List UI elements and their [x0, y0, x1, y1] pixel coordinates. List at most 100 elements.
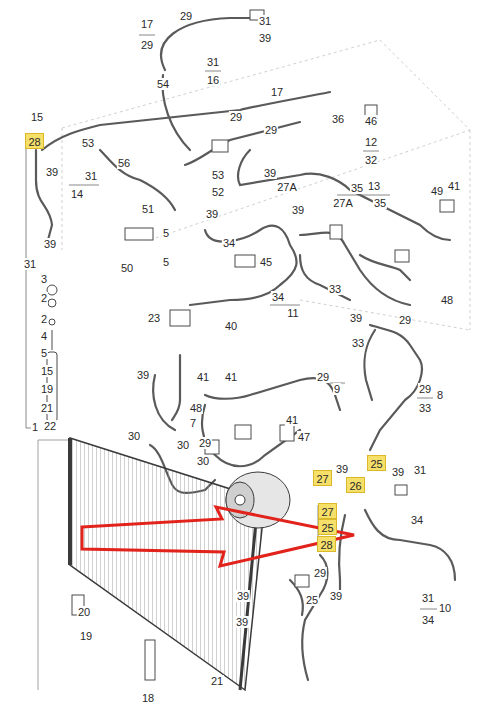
callout-number: 39: [329, 590, 343, 602]
callout-number: 26: [350, 480, 361, 492]
callout-number: 17: [270, 86, 284, 98]
callout-number: 39: [263, 167, 277, 179]
callout-number: 9: [333, 383, 341, 395]
callout-number: 36: [331, 113, 345, 125]
callout-number: 51: [141, 203, 155, 215]
callout-number: 34: [410, 514, 424, 526]
callout-number: 35: [350, 182, 364, 194]
callout-number: 56: [117, 157, 131, 169]
callout-number: 39: [335, 463, 349, 475]
callout-number: 32: [364, 154, 378, 166]
callout-number: 39: [43, 238, 57, 250]
callout-number: 17: [140, 18, 154, 30]
callout-number: 35: [373, 197, 387, 209]
highlighted-callout: 28: [25, 133, 44, 149]
callout-number: 39: [205, 208, 219, 220]
callout-number: 15: [40, 365, 54, 377]
callout-number: 53: [211, 169, 225, 181]
callout-number: 28: [321, 539, 332, 551]
callout-number: 39: [236, 590, 250, 602]
callout-number: 11: [286, 307, 299, 319]
callout-number: 39: [291, 204, 305, 216]
callout-number: 41: [285, 414, 299, 426]
perspective-lines: [62, 40, 470, 330]
callout-number: 31: [258, 15, 272, 27]
callout-number: 54: [156, 78, 170, 90]
callout-number: 34: [222, 237, 236, 249]
callout-number: 31: [23, 258, 37, 270]
callout-number: 8: [436, 389, 444, 401]
callout-number: 30: [127, 430, 141, 442]
callout-number: 15: [30, 111, 44, 123]
callout-number: 31: [84, 170, 98, 182]
callout-number: 20: [77, 606, 91, 618]
callout-number: 1: [31, 421, 39, 433]
callout-number: 16: [206, 74, 220, 86]
callout-number: 29: [398, 314, 412, 326]
callout-number: 18: [141, 692, 155, 704]
callout-number: 39: [391, 466, 405, 478]
callout-number: 30: [196, 455, 210, 467]
callout-number: 53: [81, 137, 95, 149]
callout-number: 12: [364, 136, 378, 148]
brackets: [26, 35, 437, 609]
callout-number: 29: [316, 371, 330, 383]
callout-number: 25: [305, 594, 319, 606]
callout-number: 29: [264, 124, 278, 136]
callout-number: 34: [421, 614, 435, 626]
callout-number: 14: [70, 188, 84, 200]
callout-number: 25: [371, 458, 382, 470]
callout-number: 52: [211, 186, 225, 198]
callout-number: 30: [176, 439, 190, 451]
callout-number: 3: [40, 273, 48, 285]
callout-number: 29: [313, 567, 327, 579]
callout-number: 28: [29, 136, 40, 148]
callout-number: 29: [198, 437, 212, 449]
callout-number: 5: [162, 227, 170, 239]
callout-number: 2: [40, 313, 48, 325]
callout-number: 29: [229, 111, 243, 123]
red-arrow: [82, 507, 354, 566]
callout-number: 27: [322, 506, 333, 518]
callout-number: 39: [349, 312, 363, 324]
highlighted-callout: 25: [318, 519, 337, 535]
callout-number: 47: [297, 431, 311, 443]
highlighted-callout: 27: [313, 470, 332, 486]
callout-number: 25: [322, 522, 333, 534]
callout-number: 39: [136, 369, 150, 381]
highlighted-callout: 28: [317, 536, 336, 552]
callout-number: 19: [79, 630, 93, 642]
callout-number: 29: [179, 10, 193, 22]
callout-number: 48: [440, 294, 454, 306]
callout-number: 2: [40, 292, 48, 304]
callout-number: 41: [447, 180, 461, 192]
callout-number: 33: [351, 337, 365, 349]
callout-number: 39: [258, 32, 272, 44]
callout-number: 5: [162, 256, 170, 268]
callout-number: 33: [418, 402, 432, 414]
callout-number: 31: [413, 464, 427, 476]
callout-number: 4: [40, 330, 48, 342]
callout-number: 33: [328, 283, 342, 295]
callout-number: 27A: [332, 197, 354, 209]
callout-number: 41: [196, 371, 210, 383]
callout-number: 31: [421, 592, 435, 604]
callout-number: 49: [430, 185, 444, 197]
callout-number: 7: [189, 417, 197, 429]
highlighted-callout: 27: [318, 503, 337, 519]
callout-number: 45: [259, 256, 273, 268]
callout-number: 29: [418, 383, 432, 395]
callout-number: 50: [120, 262, 134, 274]
callout-number: 13: [367, 180, 381, 192]
callout-number: 22: [43, 420, 57, 432]
callout-number: 23: [147, 312, 161, 324]
callout-number: 31: [206, 56, 220, 68]
callout-number: 21: [210, 675, 224, 687]
callout-number: 29: [140, 39, 154, 51]
highlighted-callout: 26: [346, 477, 365, 493]
callout-number: 21: [40, 402, 54, 414]
highlighted-callout: 25: [367, 455, 386, 471]
